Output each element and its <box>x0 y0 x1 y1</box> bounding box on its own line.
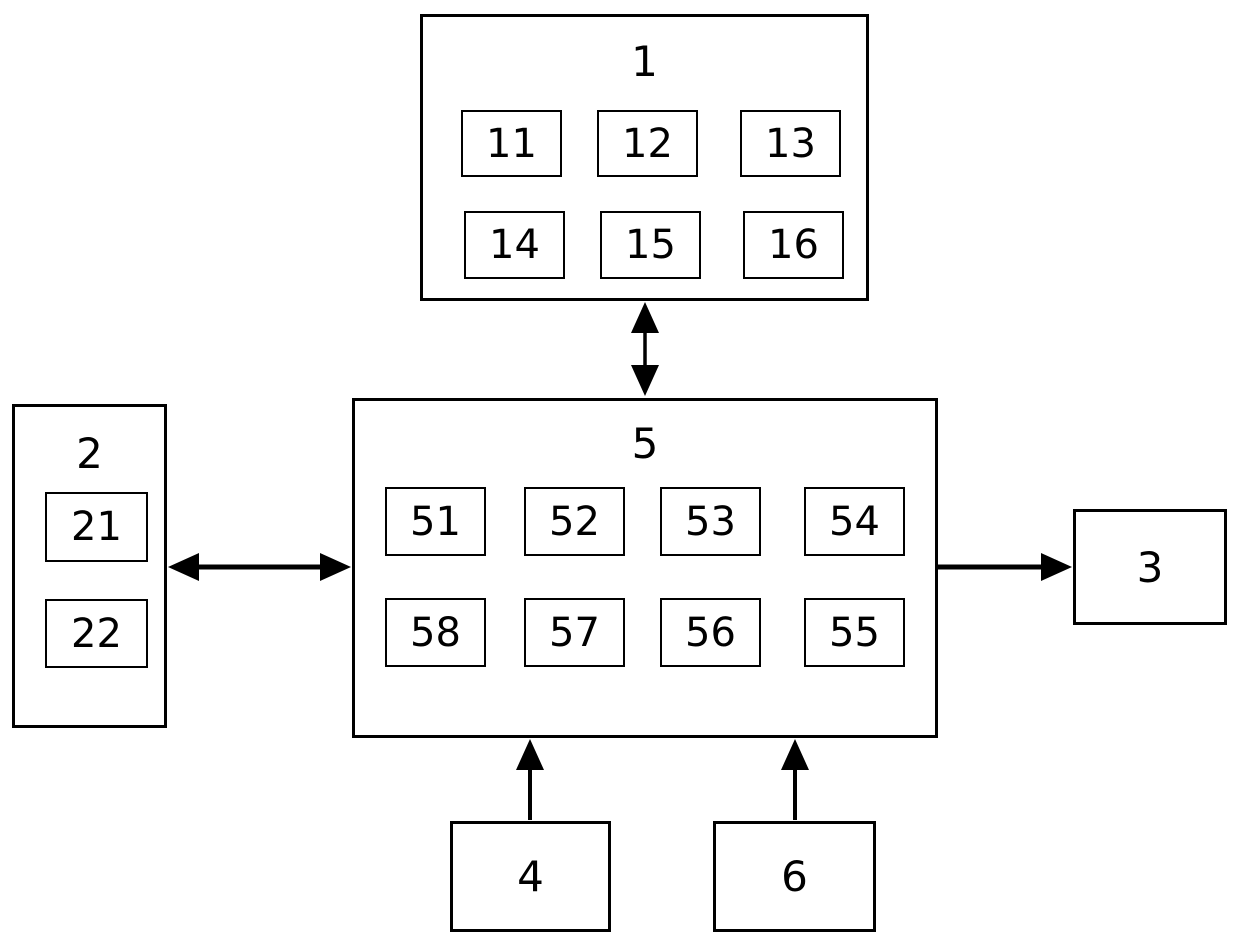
block-14: 14 <box>464 211 565 279</box>
arrow-1-5 <box>631 302 659 396</box>
block-1: 1 11 12 13 14 15 16 <box>420 14 869 301</box>
block-1-label: 1 <box>631 37 658 86</box>
block-21: 21 <box>45 492 148 562</box>
block-15: 15 <box>600 211 701 279</box>
arrow-2-5 <box>168 553 351 581</box>
block-4: 4 <box>450 821 611 932</box>
block-54: 54 <box>804 487 905 556</box>
block-55: 55 <box>804 598 905 667</box>
block-5: 5 51 52 53 54 58 57 56 55 <box>352 398 938 738</box>
block-11: 11 <box>461 110 562 177</box>
block-52: 52 <box>524 487 625 556</box>
block-2: 2 21 22 <box>12 404 167 728</box>
arrow-6-5 <box>781 739 809 820</box>
block-58: 58 <box>385 598 486 667</box>
arrow-5-3 <box>938 553 1072 581</box>
block-13: 13 <box>740 110 841 177</box>
block-53: 53 <box>660 487 761 556</box>
block-56: 56 <box>660 598 761 667</box>
block-16: 16 <box>743 211 844 279</box>
block-6: 6 <box>713 821 876 932</box>
block-12: 12 <box>597 110 698 177</box>
block-2-label: 2 <box>76 429 103 478</box>
block-3: 3 <box>1073 509 1227 625</box>
block-22: 22 <box>45 599 148 668</box>
block-57: 57 <box>524 598 625 667</box>
block-5-label: 5 <box>631 419 659 468</box>
block-51: 51 <box>385 487 486 556</box>
arrow-4-5 <box>516 739 544 820</box>
